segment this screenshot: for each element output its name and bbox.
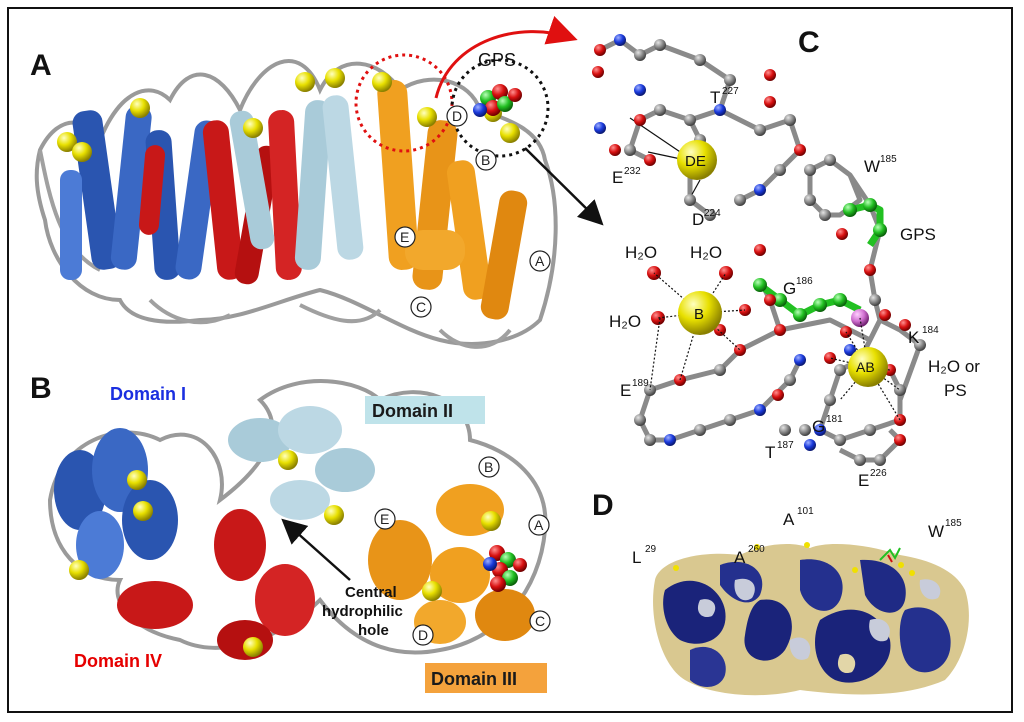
domain-ii-label: Domain II — [372, 401, 453, 421]
domain-iv-label: Domain IV — [74, 651, 162, 671]
site-b-circle — [450, 58, 550, 158]
t187-label: T — [765, 443, 775, 462]
g186-label: G — [783, 279, 796, 298]
helix-label-c-a: C — [416, 299, 426, 315]
e226-sup: 226 — [870, 468, 887, 479]
panel-a-label: A — [30, 49, 52, 82]
k184-sup: 184 — [922, 325, 939, 336]
zinc-ab-label: AB — [856, 359, 875, 375]
k184-label: K — [908, 328, 920, 347]
arrow-to-c-top — [434, 15, 578, 99]
g181-label: G — [812, 417, 825, 436]
figure-frame — [7, 7, 1013, 713]
e232-sup: 232 — [624, 166, 641, 177]
arrow-to-c-bottom — [524, 147, 604, 226]
hole-label-line-1: Central — [345, 584, 397, 601]
backbone-sticks-c-top — [598, 37, 803, 217]
domain-i-tag: Domain I — [100, 380, 210, 406]
domain-iv-tag: Domain IV — [70, 646, 190, 674]
zinc-ions-b — [69, 450, 501, 657]
helix-markers-b: B E A D C — [374, 456, 551, 646]
w185-sup-d: 185 — [945, 518, 962, 529]
l29-label: L — [632, 548, 641, 567]
helix-label-d-b: D — [418, 627, 428, 643]
backbone-coil-b — [47, 379, 548, 655]
t227-label: T — [710, 88, 720, 107]
a260-sup: 260 — [748, 544, 765, 555]
domain-iii-helices — [377, 80, 528, 320]
domain-i-helices-b — [54, 428, 178, 579]
domain-ii-helices — [229, 95, 364, 270]
g186-sup: 186 — [796, 276, 813, 287]
a101-sup: 101 — [797, 506, 814, 517]
w185-label-d: W — [928, 522, 944, 541]
h2o-label-2: H₂O — [690, 243, 722, 262]
panel-c-bottom-structure — [634, 154, 926, 466]
de-label: DE — [685, 153, 706, 170]
panel-c-top-structure — [592, 34, 806, 221]
zinc-b — [678, 291, 722, 335]
helix-label-d-a: D — [452, 108, 462, 124]
domain-iv-helices-b — [117, 509, 315, 660]
gps-ligand-b — [483, 545, 527, 592]
zinc-b-label: B — [694, 306, 704, 323]
zinc-de — [677, 140, 717, 180]
gps-ligand-a — [473, 84, 522, 117]
d224-sup: 224 — [704, 208, 721, 219]
helix-label-a-a: A — [535, 253, 545, 269]
hole-arrow — [281, 518, 351, 581]
helix-label-a-b: A — [534, 517, 544, 533]
panel-d-surface — [653, 542, 969, 696]
panel-d-label: D — [592, 489, 614, 522]
w185-sup: 185 — [880, 154, 897, 165]
e232-label: E — [612, 168, 623, 187]
h2o-or-label: H₂O or — [928, 357, 980, 376]
w185-label: W — [864, 157, 880, 176]
helix-label-c-b: C — [535, 613, 545, 629]
domain-i-label: Domain I — [110, 384, 186, 404]
domain-ii-tag: Domain II — [365, 396, 485, 424]
h2o-label-1: H₂O — [625, 243, 657, 262]
h2o-label-3: H₂O — [609, 312, 641, 331]
backbone-loops — [38, 149, 512, 349]
helix-label-e-a: E — [400, 229, 409, 245]
e226-label: E — [858, 471, 869, 490]
helix-label-b-a: B — [481, 152, 490, 168]
hole-label-line-2: hydrophilic — [322, 603, 403, 620]
ps-label: PS — [944, 381, 967, 400]
t187-sup: 187 — [777, 440, 794, 451]
e189-label: E — [620, 381, 631, 400]
g181-sup: 181 — [826, 414, 843, 425]
domain-iv-helices — [138, 110, 302, 285]
gps-label-c: GPS — [900, 225, 936, 244]
panel-b-label: B — [30, 372, 52, 405]
domain-iii-tag: Domain III — [425, 663, 547, 693]
domain-i-helices — [60, 105, 221, 280]
a260-label: A — [734, 548, 746, 567]
helix-label-b-b: B — [484, 459, 493, 475]
d224-label: D — [692, 210, 704, 229]
zinc-ab — [848, 347, 888, 387]
panel-a-structure — [34, 15, 604, 349]
atoms-c-bottom — [634, 154, 926, 466]
e189-sup: 189 — [632, 378, 649, 389]
a101-label: A — [783, 510, 795, 529]
domain-iii-label: Domain III — [431, 669, 517, 689]
l29-sup: 29 — [645, 544, 657, 555]
gps-label-a: GPS — [478, 50, 516, 70]
gps-ligand-c — [753, 198, 887, 327]
helix-markers-a: D B E A C — [394, 105, 551, 318]
t227-sup: 227 — [722, 86, 739, 97]
domain-ii-helices-b — [228, 406, 375, 520]
panel-c-label: C — [798, 26, 820, 59]
backbone-coil — [34, 59, 558, 346]
helix-label-e-b: E — [380, 511, 389, 527]
hole-label-line-3: hole — [358, 622, 389, 639]
